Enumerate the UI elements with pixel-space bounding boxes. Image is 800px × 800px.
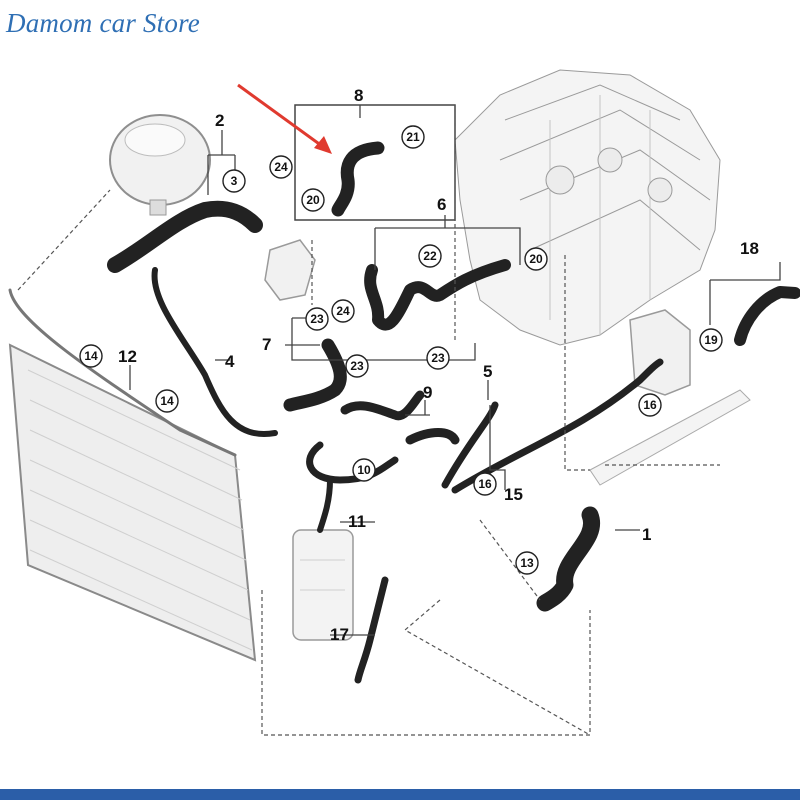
circle-22: 22	[418, 244, 442, 268]
hose-8	[331, 141, 385, 217]
svg-text:21: 21	[406, 130, 420, 144]
circle-14a: 14	[79, 344, 103, 368]
red-arrow	[237, 83, 332, 154]
svg-text:14: 14	[160, 394, 174, 408]
dashed-lines	[17, 105, 720, 736]
callout-12: 12	[118, 347, 137, 366]
circle-20a: 20	[301, 188, 325, 212]
svg-text:22: 22	[423, 249, 437, 263]
callout-2: 2	[215, 111, 224, 130]
hose-10	[306, 441, 399, 484]
circle-16b: 16	[638, 393, 662, 417]
callout-labels: 1 2 4 5 6 7 8 9 11 12 15 17 18	[118, 86, 759, 644]
expansion-tank	[109, 114, 211, 216]
circle-24b: 24	[331, 299, 355, 323]
svg-text:13: 13	[520, 556, 534, 570]
callout-17: 17	[330, 625, 349, 644]
hose-17	[354, 576, 389, 684]
hose-11	[317, 477, 333, 533]
bottom-bar	[0, 789, 800, 800]
thermostat-housing	[264, 239, 316, 301]
circle-14b: 14	[155, 389, 179, 413]
svg-text:23: 23	[310, 312, 324, 326]
circle-24a: 24	[269, 155, 293, 179]
coolant-reservoir	[292, 529, 354, 641]
hose-14	[8, 288, 237, 457]
hose-1	[536, 506, 601, 612]
hose-9	[340, 390, 460, 445]
hoses	[8, 141, 800, 684]
svg-text:19: 19	[704, 333, 718, 347]
svg-text:23: 23	[350, 359, 364, 373]
callout-6: 6	[437, 195, 446, 214]
svg-text:24: 24	[336, 304, 350, 318]
circle-23a: 23	[305, 307, 329, 331]
svg-text:16: 16	[478, 477, 492, 491]
callout-5: 5	[483, 362, 492, 381]
circle-13: 13	[515, 551, 539, 575]
svg-text:20: 20	[529, 252, 543, 266]
callout-9: 9	[423, 383, 432, 402]
svg-text:14: 14	[84, 349, 98, 363]
circle-19: 19	[699, 328, 723, 352]
engine-block	[454, 69, 721, 346]
circle-16a: 16	[473, 472, 497, 496]
store-title: Damom car Store	[6, 8, 200, 38]
hose-7	[283, 338, 347, 412]
callout-18: 18	[740, 239, 759, 258]
svg-text:20: 20	[306, 193, 320, 207]
svg-text:10: 10	[357, 463, 371, 477]
callout-8: 8	[354, 86, 363, 105]
hose-4	[151, 267, 278, 438]
hose-6	[364, 259, 511, 331]
circled-labels: 3 24 21 20 22 20 23 24 23 23 14 14 10 16…	[79, 125, 723, 575]
hose-18	[734, 286, 800, 346]
callout-7: 7	[262, 335, 271, 354]
callout-11: 11	[348, 512, 366, 531]
circle-20b: 20	[524, 247, 548, 271]
hose-5-16	[441, 358, 664, 494]
svg-text:3: 3	[231, 174, 238, 188]
circle-21: 21	[401, 125, 425, 149]
callout-15: 15	[504, 485, 523, 504]
radiator	[8, 343, 257, 662]
circle-10: 10	[352, 458, 376, 482]
svg-text:23: 23	[431, 351, 445, 365]
svg-text:24: 24	[274, 160, 288, 174]
circle-23b: 23	[345, 354, 369, 378]
circle-3: 3	[222, 169, 246, 193]
callout-4: 4	[225, 352, 235, 371]
callout-1: 1	[642, 525, 651, 544]
svg-text:16: 16	[643, 398, 657, 412]
hose-2	[107, 200, 263, 273]
circle-23c: 23	[426, 346, 450, 370]
